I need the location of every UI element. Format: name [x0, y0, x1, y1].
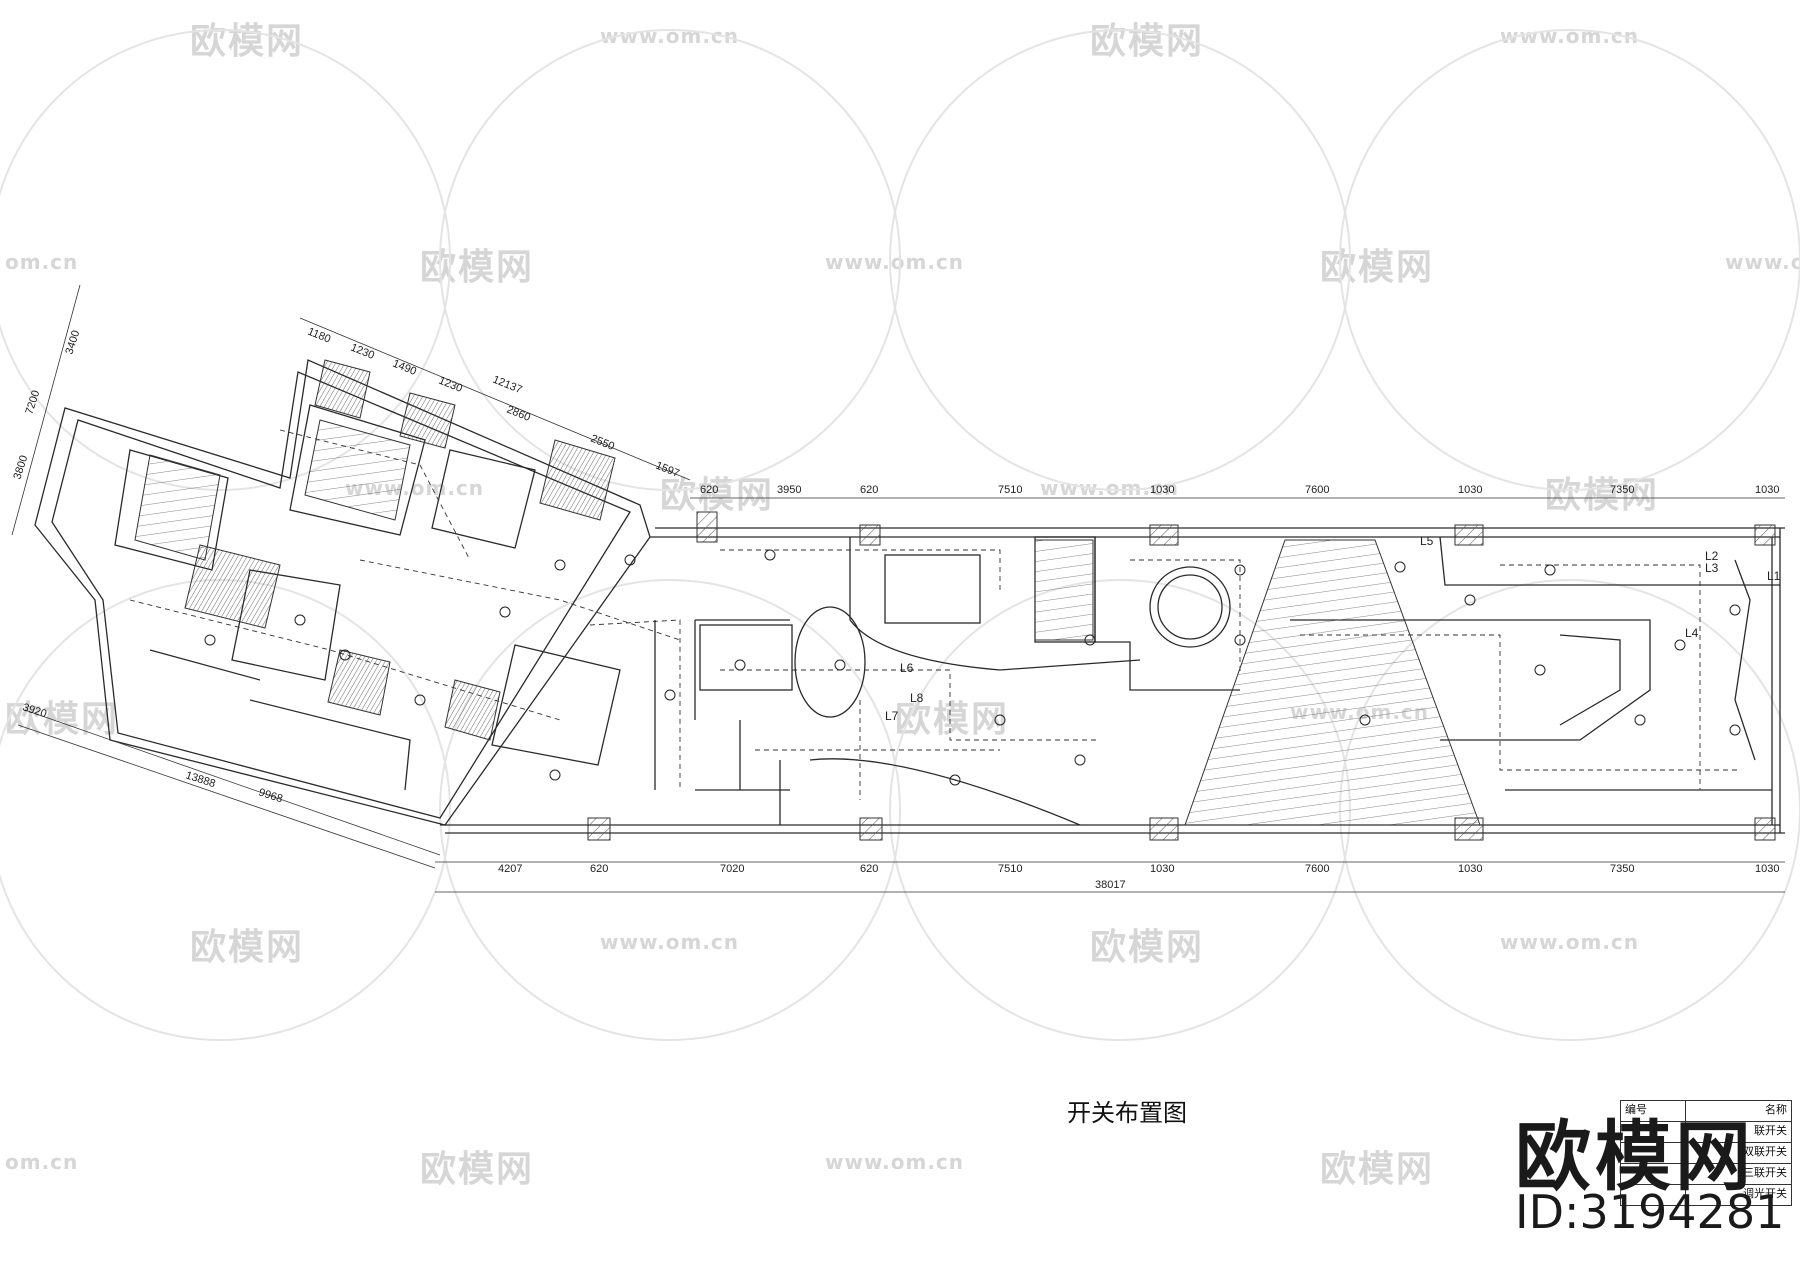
dim-wing-4: 1230 — [437, 375, 464, 395]
watermark-url: www.om.cn — [600, 930, 740, 954]
dim-bottom-7: 7600 — [1305, 863, 1329, 875]
legend-row: 双联开关 — [1621, 1142, 1791, 1163]
legend-header-name: 名称 — [1765, 1104, 1787, 1116]
circuit-label-l5: L5 — [1420, 534, 1434, 548]
dim-top-6: 7600 — [1305, 484, 1329, 496]
watermark-url: www.om.cn — [1500, 930, 1640, 954]
light-fixtures — [204, 549, 1741, 786]
dim-wing-1: 1180 — [306, 326, 332, 346]
dim-bottom-1: 4207 — [498, 863, 522, 875]
legend-table: 编号 名称 联开关 双联开关 三联开关 调光开关 — [1620, 1100, 1792, 1206]
dim-bottom-4: 620 — [860, 863, 878, 875]
dim-bottom-10: 1030 — [1755, 863, 1779, 875]
circuit-label-l7: L7 — [885, 709, 899, 723]
legend-header: 编号 名称 — [1621, 1101, 1791, 1121]
circuit-label-l2: L2 — [1705, 549, 1719, 563]
dim-top-7: 1030 — [1458, 484, 1482, 496]
legend-header-code: 编号 — [1621, 1101, 1686, 1121]
circuit-label-l4: L4 — [1685, 626, 1699, 640]
brand-id: ID:3194281 — [1515, 1185, 1785, 1239]
dim-wing-6: 2860 — [505, 404, 532, 424]
dim-wing-5: 12137 — [491, 374, 524, 397]
watermark-url: www.om.cn — [1500, 24, 1640, 48]
dim-top-3: 620 — [860, 484, 878, 496]
legend-row: 三联开关 — [1621, 1163, 1791, 1184]
dim-vert-1: 3400 — [63, 329, 82, 356]
drawing-title: 开关布置图 — [1067, 1101, 1187, 1127]
legend-row: 调光开关 — [1621, 1184, 1791, 1205]
legend-row: 联开关 — [1621, 1121, 1791, 1142]
dim-bottom-3: 7020 — [720, 863, 744, 875]
dim-bottom-8: 1030 — [1458, 863, 1482, 875]
dim-bottom-5: 7510 — [998, 863, 1022, 875]
watermark-brand: 欧模网 — [190, 927, 305, 968]
watermark-brand: 欧模网 — [1320, 1149, 1435, 1190]
watermark-url: www.om.cn — [1725, 250, 1800, 274]
watermark-url: www.om.cn — [825, 1150, 965, 1174]
plan-walls — [34, 359, 1785, 834]
dim-bottom-2: 620 — [590, 863, 608, 875]
circuit-label-l3: L3 — [1705, 561, 1719, 575]
dim-top-8: 7350 — [1610, 484, 1634, 496]
dim-total: 38017 — [1095, 879, 1126, 891]
dim-top-4: 7510 — [998, 484, 1022, 496]
dim-lower-1: 3920 — [21, 701, 48, 720]
dim-wing-3: 1490 — [391, 358, 418, 378]
dim-wing-7: 2550 — [589, 433, 616, 453]
legend-row-name: 调光开关 — [1743, 1188, 1787, 1200]
watermark-brand: 欧模网 — [5, 699, 120, 740]
dim-bottom-9: 7350 — [1610, 863, 1634, 875]
circuit-label-l1: L1 — [1767, 569, 1781, 583]
dim-lower-3: 9968 — [257, 786, 284, 805]
dimension-lines — [11, 284, 1785, 893]
columns — [587, 511, 1776, 841]
dim-top-5: 1030 — [1150, 484, 1174, 496]
watermark-brand: 欧模网 — [190, 21, 305, 62]
dim-wing-8: 1597 — [654, 460, 681, 480]
circuit-label-l8: L8 — [910, 691, 924, 705]
dim-top-2: 3950 — [777, 484, 801, 496]
watermark-brand: 欧模网 — [1320, 247, 1435, 288]
plan-hatching — [134, 359, 1481, 826]
legend-row-name: 联开关 — [1754, 1125, 1787, 1137]
legend-row-name: 三联开关 — [1743, 1167, 1787, 1179]
dimension-labels: 620 3950 620 7510 1030 7600 1030 7350 10… — [11, 326, 1779, 891]
dim-top-9: 1030 — [1755, 484, 1779, 496]
watermark-url: om.cn — [5, 250, 79, 274]
watermark-brand: 欧模网 — [1545, 475, 1660, 516]
watermark-brand: 欧模网 — [420, 247, 535, 288]
circuit-label-l6: L6 — [900, 661, 914, 675]
watermark-url: www.om.cn — [600, 24, 740, 48]
dim-bottom-6: 1030 — [1150, 863, 1174, 875]
legend-row-name: 双联开关 — [1743, 1146, 1787, 1158]
dim-wing-2: 1230 — [349, 342, 376, 362]
watermark-brand: 欧模网 — [1090, 21, 1205, 62]
circuit-labels: L1 L2 L3 L4 L5 L6 L7 L8 — [885, 534, 1781, 723]
watermark-brand: 欧模网 — [895, 699, 1010, 740]
watermark-url: www.om.cn — [825, 250, 965, 274]
watermark-brand: 欧模网 — [420, 1149, 535, 1190]
wiring-runs — [129, 429, 1740, 800]
brand-logo-text: 欧模网 — [1515, 1112, 1755, 1201]
watermark-url: om.cn — [5, 1150, 79, 1174]
dim-top-1: 620 — [700, 484, 718, 496]
watermark-arcs — [0, 29, 1800, 1041]
watermark-brand: 欧模网 — [1090, 927, 1205, 968]
watermark-brand: 欧模网 — [660, 475, 775, 516]
